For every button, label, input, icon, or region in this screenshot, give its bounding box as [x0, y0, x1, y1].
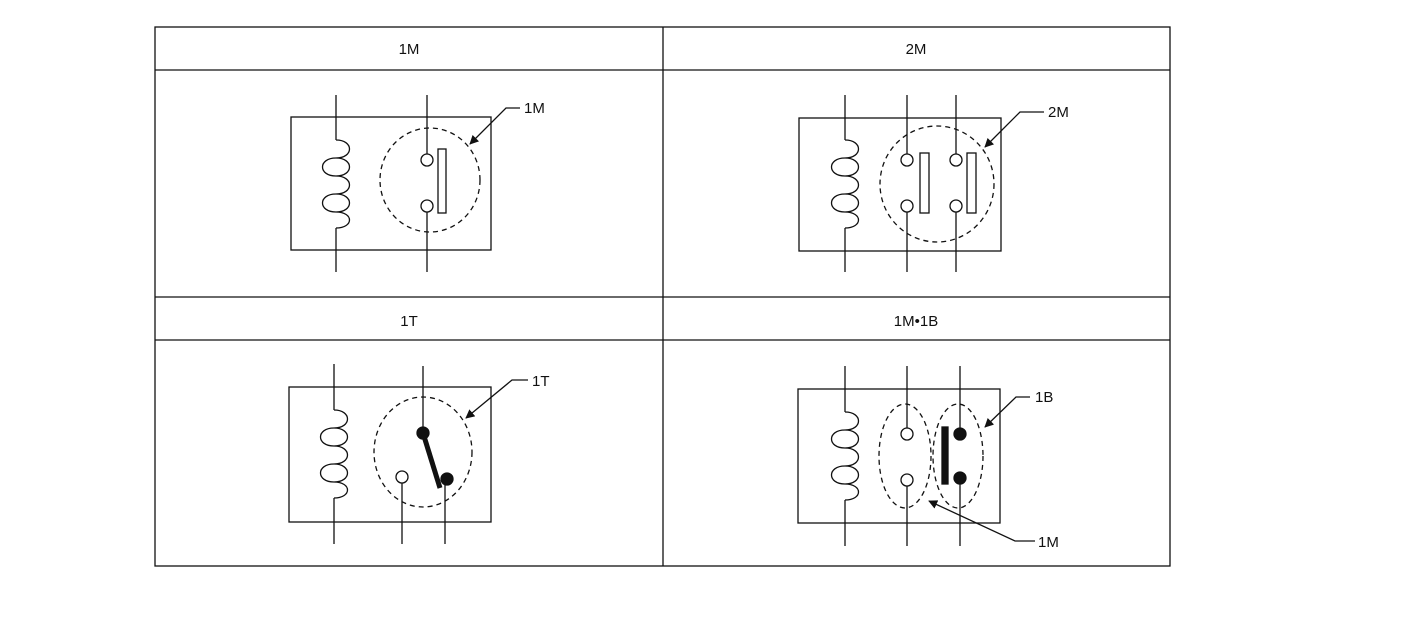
contact-terminal-filled-icon: [440, 472, 454, 486]
contact-terminal-icon: [900, 199, 914, 213]
coil-icon: [830, 411, 860, 501]
contact-terminal-filled-icon: [953, 427, 967, 441]
callout-label-1b: 1B: [1035, 389, 1053, 406]
callout-label-2m: 2M: [1048, 104, 1069, 121]
cell-header-1m-1b: 1M•1B: [894, 313, 938, 330]
callout-leader-1m: [928, 500, 1035, 542]
contact-group-outline: [879, 125, 995, 243]
callout-leader: [984, 111, 1044, 148]
contact-terminal-icon: [420, 153, 434, 167]
table-grid: [154, 26, 1171, 567]
contact-terminal-icon: [395, 470, 409, 484]
contact-terminal-icon: [949, 199, 963, 213]
contact-terminal-icon: [900, 153, 914, 167]
callout-leader-1b: [984, 396, 1030, 428]
callout-label-1m: 1M: [524, 100, 545, 117]
contact-terminal-icon: [420, 199, 434, 213]
closed-contact-blade: [420, 432, 443, 489]
coil-icon: [321, 139, 351, 229]
callout-label-1m: 1M: [1038, 534, 1059, 551]
cell-header-1m: 1M: [399, 41, 420, 58]
make-contact-group-outline: [878, 403, 932, 509]
callout-label-1t: 1T: [532, 373, 550, 390]
contact-terminal-icon: [949, 153, 963, 167]
relay-body: [798, 117, 1002, 252]
make-contact-bar: [919, 152, 930, 214]
cell-header-2m: 2M: [906, 41, 927, 58]
relay-body: [290, 116, 492, 251]
relay-body: [797, 388, 1001, 524]
coil-icon: [319, 409, 349, 499]
contact-terminal-icon: [900, 473, 914, 487]
contact-terminal-icon: [900, 427, 914, 441]
callout-leader: [465, 379, 528, 419]
contact-group-outline: [379, 127, 481, 233]
relay-diagram-2m: [798, 95, 1044, 272]
break-contact-group-outline: [932, 403, 984, 509]
coil-icon: [830, 139, 860, 229]
relay-diagram-1m-1b: [797, 366, 1035, 546]
break-contact-bar: [941, 426, 949, 485]
relay-diagram-1m: [290, 95, 520, 272]
make-contact-bar: [437, 148, 447, 214]
cell-header-1t: 1T: [400, 313, 418, 330]
relay-body: [288, 386, 492, 523]
contact-terminal-filled-icon: [953, 471, 967, 485]
make-contact-bar: [966, 152, 977, 214]
callout-leader: [469, 107, 520, 145]
relay-diagram-1t: [288, 364, 528, 544]
